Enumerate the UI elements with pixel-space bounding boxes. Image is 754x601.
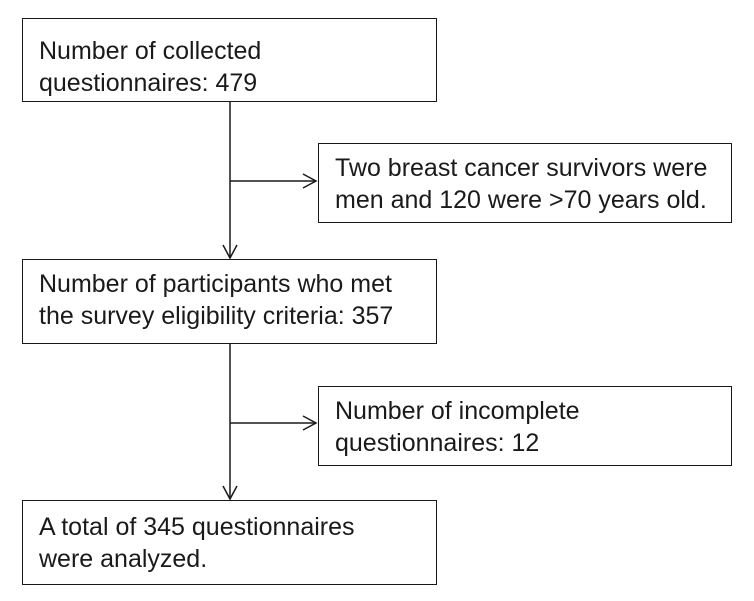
box-text-line: the survey eligibility criteria: 357 <box>39 302 394 330</box>
collected-questionnaires-box: Number of collected questionnaires: 479 <box>22 18 437 102</box>
eligible-participants-box: Number of participants who met the surve… <box>22 259 437 344</box>
exclusion-box: Two breast cancer survivors were men and… <box>318 143 732 223</box>
box-text-line: Two breast cancer survivors were <box>335 154 708 182</box>
box-text-line: questionnaires: 479 <box>39 69 258 97</box>
box-text-line: men and 120 were >70 years old. <box>335 186 707 214</box>
analyzed-questionnaires-box: A total of 345 questionnaires were analy… <box>22 500 437 585</box>
box-text-line: Number of collected <box>39 37 262 65</box>
box-text-line: Number of participants who met <box>39 270 392 298</box>
box-text-line: questionnaires: 12 <box>335 429 540 457</box>
box-text-line: were analyzed. <box>39 545 208 573</box>
box-text-line: Number of incomplete <box>335 397 580 425</box>
incomplete-questionnaires-box: Number of incomplete questionnaires: 12 <box>318 386 732 466</box>
box-text-line: A total of 345 questionnaires <box>39 513 355 541</box>
